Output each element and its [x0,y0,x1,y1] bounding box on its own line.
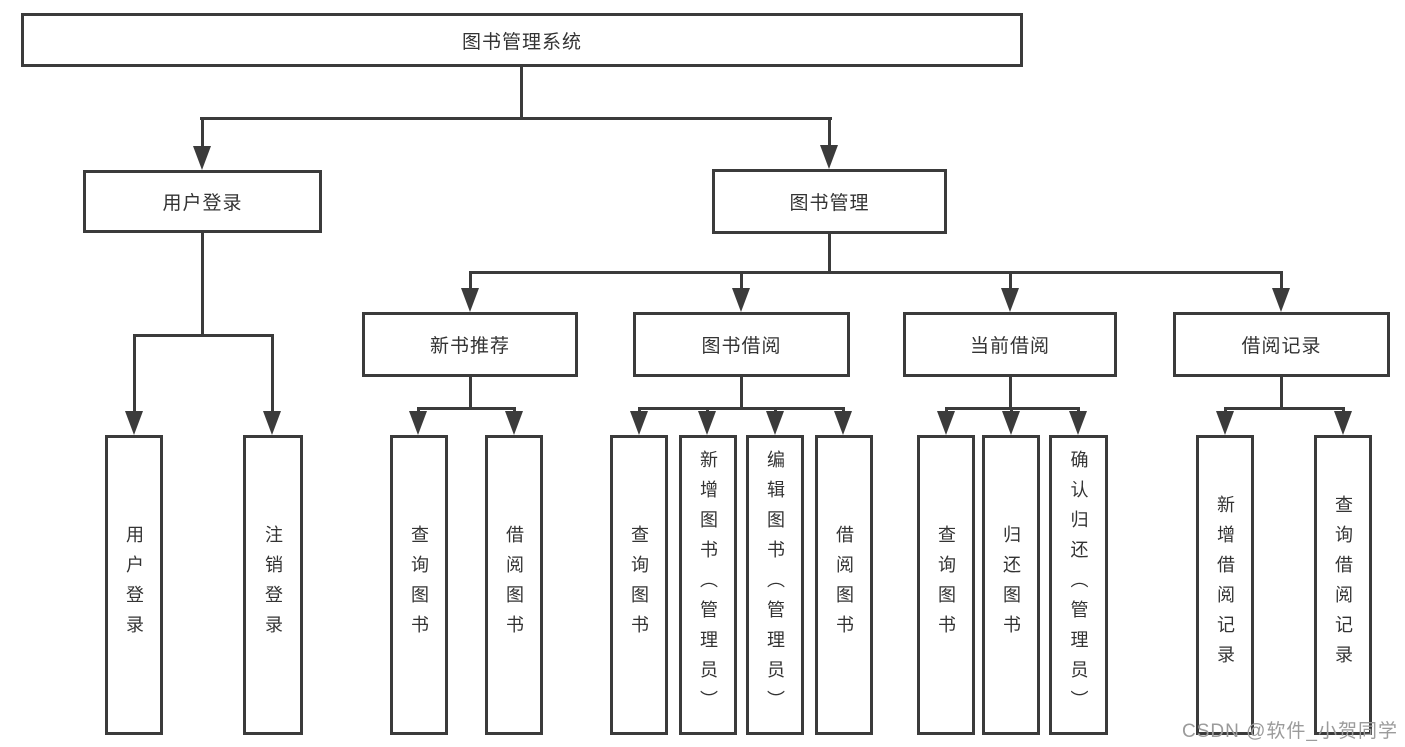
node-current-borrow: 当前借阅 [903,312,1117,377]
node-label: 确认归还（管理员） [1068,450,1089,720]
connector-stem [828,234,831,274]
connector-stem [469,271,472,291]
connector-stem [1280,377,1283,410]
node-label: 新书推荐 [429,336,510,357]
node-label: 借阅图书 [834,525,854,645]
csdn-watermark: CSDN @软件_小贺同学 [1182,721,1398,742]
arrow-head [409,411,427,435]
arrow-head [125,411,143,435]
node-label: 查询图书 [629,525,649,645]
leaf-add-borrow-record: 新增借阅记录 [1196,435,1254,735]
arrow-head [698,411,716,435]
node-label: 图书管理系统 [461,31,582,53]
connector-stem [740,271,743,291]
node-book-borrow: 图书借阅 [633,312,850,377]
connector-hline [133,334,274,337]
arrow-head [1001,288,1019,312]
node-user-login: 用户登录 [83,170,322,233]
arrow-head [1272,288,1290,312]
arrow-head [630,411,648,435]
node-label: 借阅记录 [1241,336,1322,357]
connector-stem [469,377,472,410]
connector-stem [271,334,274,414]
node-label: 编辑图书（管理员） [765,450,785,720]
connector-level3-hline [469,271,1283,274]
node-borrow-records: 借阅记录 [1173,312,1390,377]
arrow-head [193,146,211,170]
connector-hline [417,407,516,410]
node-label: 当前借阅 [969,336,1050,357]
arrow-head [937,411,955,435]
connector-stem [1009,271,1012,291]
leaf-query-books-borrow: 查询图书 [610,435,668,735]
connector-hline [1224,407,1345,410]
arrow-head [1069,411,1087,435]
node-label: 查询借阅记录 [1333,495,1353,675]
leaf-logout-login: 注销登录 [243,435,303,735]
node-library-management-system: 图书管理系统 [21,13,1023,67]
connector-stem [133,334,136,414]
arrow-head [1334,411,1352,435]
arrow-head [732,288,750,312]
connector-stem [201,233,204,337]
leaf-edit-books-admin: 编辑图书（管理员） [746,435,804,735]
leaf-query-books-recommend: 查询图书 [390,435,448,735]
leaf-return-books: 归还图书 [982,435,1040,735]
leaf-query-books-current: 查询图书 [917,435,975,735]
node-label: 用户登录 [162,193,243,214]
node-label: 借阅图书 [504,525,524,645]
arrow-head [1216,411,1234,435]
connector-stem [828,117,831,151]
node-label: 图书管理 [789,193,870,214]
node-label: 新增图书（管理员） [698,450,718,720]
node-label: 归还图书 [1001,525,1021,645]
node-label: 图书借阅 [701,336,782,357]
connector-stem [1280,271,1283,291]
connector-stem [740,377,743,410]
leaf-confirm-return-admin: 确认归还（管理员） [1049,435,1108,735]
connector-stem [201,117,204,151]
node-label: 新增借阅记录 [1215,495,1235,675]
arrow-head [461,288,479,312]
connector-level2-hline [200,117,832,120]
connector-stem [1009,377,1012,410]
connector-root-stem [520,67,523,120]
leaf-add-books-admin: 新增图书（管理员） [679,435,737,735]
node-label: 查询图书 [936,525,956,645]
node-book-management: 图书管理 [712,169,947,234]
arrow-head [834,411,852,435]
arrow-head [263,411,281,435]
node-new-book-recommend: 新书推荐 [362,312,578,377]
node-label: 用户登录 [124,525,144,645]
leaf-borrow-books-recommend: 借阅图书 [485,435,543,735]
arrow-head [766,411,784,435]
arrow-head [1002,411,1020,435]
arrow-head [505,411,523,435]
leaf-user-login: 用户登录 [105,435,163,735]
leaf-borrow-books: 借阅图书 [815,435,873,735]
node-label: 查询图书 [409,525,429,645]
connector-hline [638,407,845,410]
arrow-head [820,145,838,169]
leaf-query-borrow-record: 查询借阅记录 [1314,435,1372,735]
node-label: 注销登录 [263,525,283,645]
